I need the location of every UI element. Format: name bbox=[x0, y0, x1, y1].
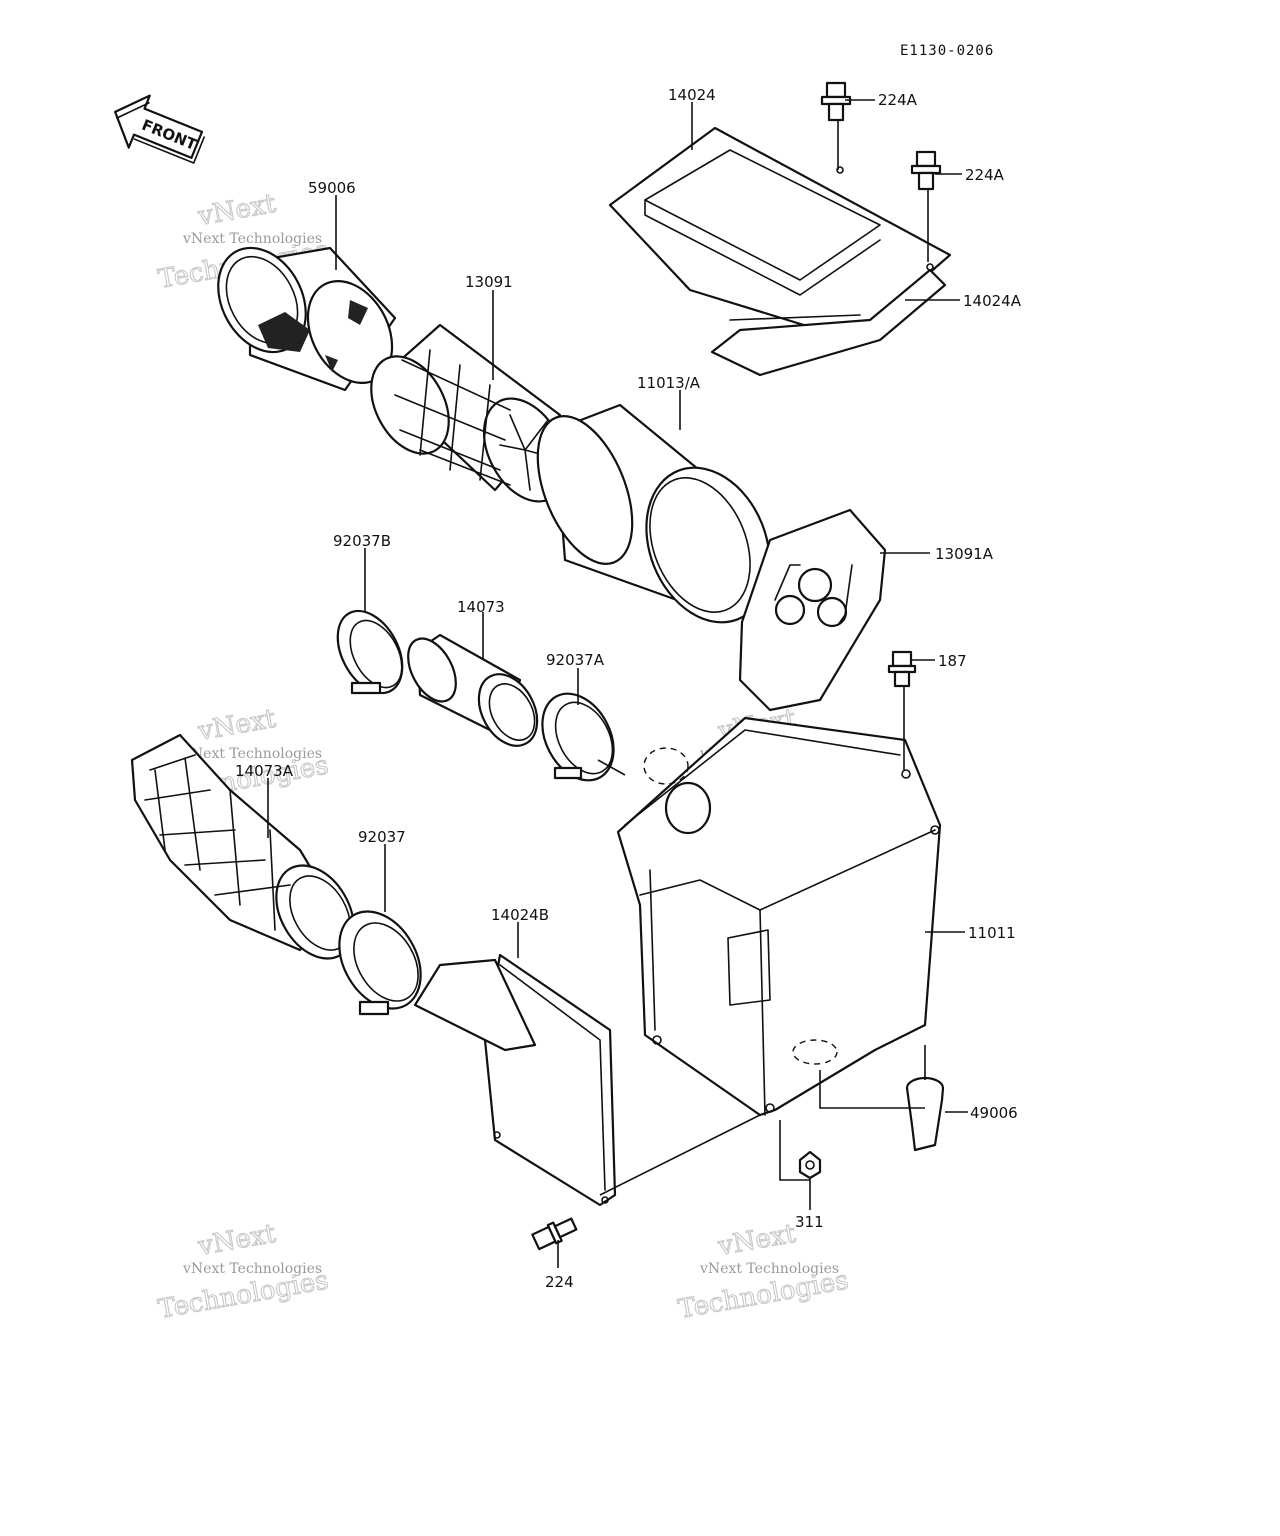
label-11011: 11011 bbox=[968, 924, 1016, 942]
filter-element-11013a bbox=[536, 403, 771, 624]
clamp-92037b bbox=[336, 609, 404, 695]
watermark-text: vNext Technologies bbox=[182, 1261, 322, 1277]
label-14024: 14024 bbox=[668, 86, 716, 104]
duct-14073 bbox=[407, 633, 539, 747]
air-box-case-11011 bbox=[616, 716, 942, 1117]
diagram-code: E1130-0206 bbox=[900, 43, 994, 59]
clamp-92037 bbox=[338, 910, 422, 1016]
label-92037a: 92037A bbox=[546, 651, 605, 669]
leader-lines bbox=[267, 99, 968, 1268]
watermark-bottom-right: vNext vNext Technologies Technologies bbox=[675, 1218, 851, 1325]
label-224a-mid: 224A bbox=[965, 166, 1005, 184]
label-13091a: 13091A bbox=[935, 545, 994, 563]
label-224: 224 bbox=[545, 1273, 574, 1291]
inlet-duct-14073a bbox=[130, 733, 355, 960]
watermark-text: vNext bbox=[195, 704, 278, 747]
drain-49006 bbox=[905, 1076, 945, 1152]
watermark-text: vNext Technologies bbox=[182, 746, 322, 762]
filter-plate-13091a bbox=[738, 508, 887, 712]
bolt-224 bbox=[531, 1217, 578, 1251]
clamp-92037a bbox=[541, 692, 615, 782]
label-92037: 92037 bbox=[358, 828, 406, 846]
label-14073: 14073 bbox=[457, 598, 505, 616]
watermark-text: vNext Technologies bbox=[182, 231, 322, 247]
label-14073a: 14073A bbox=[235, 762, 294, 780]
filter-cage-13091 bbox=[370, 323, 568, 503]
label-59006: 59006 bbox=[308, 179, 356, 197]
intake-box-14024b bbox=[413, 953, 617, 1207]
watermark-text: vNext bbox=[195, 189, 278, 232]
nut-311 bbox=[798, 1150, 822, 1180]
cover-14024 bbox=[608, 126, 952, 332]
label-11013a: 11013/A bbox=[637, 374, 701, 392]
label-14024b: 14024B bbox=[491, 906, 549, 924]
label-14024a: 14024A bbox=[963, 292, 1022, 310]
front-arrow-icon: FRONT bbox=[114, 94, 205, 164]
watermark-bottom-left: vNext vNext Technologies Technologies bbox=[155, 1218, 331, 1325]
part-labels: 59006 13091 14024 224A 224A 14024A 11013… bbox=[235, 86, 1022, 1291]
label-187: 187 bbox=[938, 652, 967, 670]
bolt-224a-2 bbox=[910, 150, 942, 191]
bolt-187 bbox=[887, 650, 917, 688]
gasket-14024a bbox=[710, 268, 947, 377]
label-92037b: 92037B bbox=[333, 532, 391, 550]
watermark-text: vNext bbox=[195, 1219, 278, 1262]
bolt-224a-1 bbox=[820, 81, 852, 122]
label-224a-top: 224A bbox=[878, 91, 918, 109]
label-13091: 13091 bbox=[465, 273, 513, 291]
watermark-text: vNext Technologies bbox=[699, 1261, 839, 1277]
prefilter-sleeve-59006 bbox=[217, 246, 397, 392]
label-311: 311 bbox=[795, 1213, 824, 1231]
label-49006: 49006 bbox=[970, 1104, 1018, 1122]
watermark-text: vNext bbox=[715, 1219, 798, 1262]
